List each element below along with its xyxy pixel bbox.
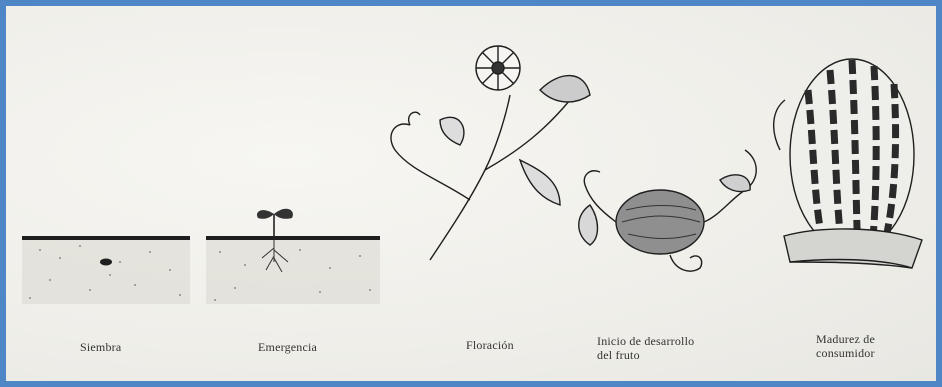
flowering-vine-icon (391, 46, 590, 260)
young-fruit-icon (579, 150, 757, 271)
stage-label-line: del fruto (597, 348, 694, 362)
stage-label-emergencia: Emergencia (258, 340, 317, 354)
stage-label-line: Inicio de desarrollo (597, 334, 694, 348)
stage-label-inicio-desarrollo-fruto: Inicio de desarrollo del fruto (597, 334, 694, 362)
seed-in-soil-icon (22, 236, 190, 304)
sprout-emerging-icon (206, 209, 380, 304)
ripe-watermelon-icon (774, 59, 922, 268)
stage-label-madurez-consumidor: Madurez de consumidor (816, 332, 875, 360)
stage-label-floracion: Floración (466, 338, 514, 352)
stage-label-line: Madurez de (816, 332, 875, 346)
stage-label-siembra: Siembra (80, 340, 121, 354)
stage-label-line: consumidor (816, 346, 875, 360)
